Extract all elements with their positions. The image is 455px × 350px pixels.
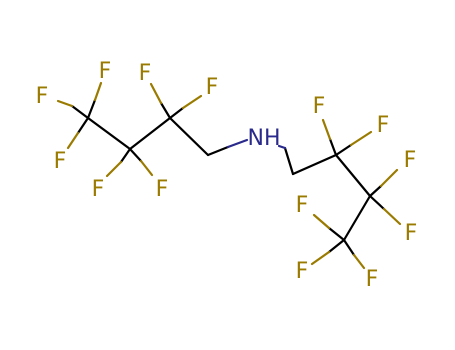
bond-c7-f11-c — [368, 194, 386, 211]
bond-c2-f5-f — [139, 159, 154, 177]
cf-bonds — [56, 81, 402, 270]
bond-c8-f14-f — [352, 253, 366, 270]
bond-c7-f11-f — [382, 207, 402, 226]
atom-f2: F — [99, 59, 112, 84]
bond-c1-f1-f — [56, 99, 74, 108]
bond-c3-f7-f — [181, 94, 203, 110]
bond-c1-c2 — [86, 116, 132, 151]
atom-f6: F — [139, 61, 152, 86]
bond-c5-c6 — [291, 153, 338, 176]
atom-f12: F — [296, 193, 309, 218]
atom-f5: F — [156, 177, 169, 202]
bond-c3-f7-c — [168, 106, 185, 120]
atom-f7: F — [206, 75, 219, 100]
bond-c2-f4-f — [105, 160, 123, 178]
bond-c1-f2-f — [93, 81, 103, 102]
bond-c1-f1-c — [70, 104, 90, 120]
bond-c2-c3 — [128, 116, 172, 151]
atom-f8: F — [313, 94, 326, 119]
bond-c1-f3-f — [66, 131, 80, 150]
bond-c6-f8-c — [328, 137, 338, 157]
atom-labels: F F F F F F F NH F F F F F F F — [36, 59, 418, 292]
atom-f14: F — [366, 267, 379, 292]
bond-c3-f6-f — [149, 82, 163, 105]
carbon-bonds — [86, 116, 372, 242]
atom-f9: F — [377, 113, 390, 138]
bond-c8-f12-f — [312, 213, 331, 230]
atom-nh: NH — [248, 126, 281, 151]
bond-c6-f9-f — [349, 130, 373, 147]
bond-c8-f13-f — [310, 250, 331, 266]
bond-c7-c8 — [342, 194, 372, 242]
bond-c7-f10-c — [368, 184, 383, 198]
bond-c6-c7 — [334, 153, 372, 198]
bond-c2-f5-c — [128, 147, 143, 163]
bond-c3-c4 — [168, 116, 210, 157]
atom-f10: F — [404, 148, 417, 173]
bond-c1-f2-c — [86, 98, 97, 120]
atom-f4: F — [92, 177, 105, 202]
atom-f13: F — [296, 259, 309, 284]
atom-f3: F — [54, 149, 67, 174]
bond-c3-f6-c — [159, 101, 172, 120]
bond-c4-n-n — [226, 138, 249, 149]
atom-f11: F — [405, 221, 418, 246]
bond-c6-f9-c — [334, 143, 353, 157]
bond-c1-f3-c — [76, 116, 90, 135]
bond-c4-n — [206, 145, 230, 157]
bond-c8-f12-c — [327, 226, 346, 242]
bond-n-c5-n — [277, 144, 287, 150]
bond-c8-f13-c — [327, 238, 346, 254]
atom-f1: F — [36, 84, 49, 109]
bond-c6-f8-f — [321, 118, 332, 141]
bond-n-c5 — [283, 146, 295, 176]
bond-c7-f10-f — [379, 168, 399, 188]
bond-c8-f14-c — [342, 238, 356, 257]
cn-bonds — [226, 138, 287, 150]
bond-c2-f4-c — [119, 147, 132, 164]
